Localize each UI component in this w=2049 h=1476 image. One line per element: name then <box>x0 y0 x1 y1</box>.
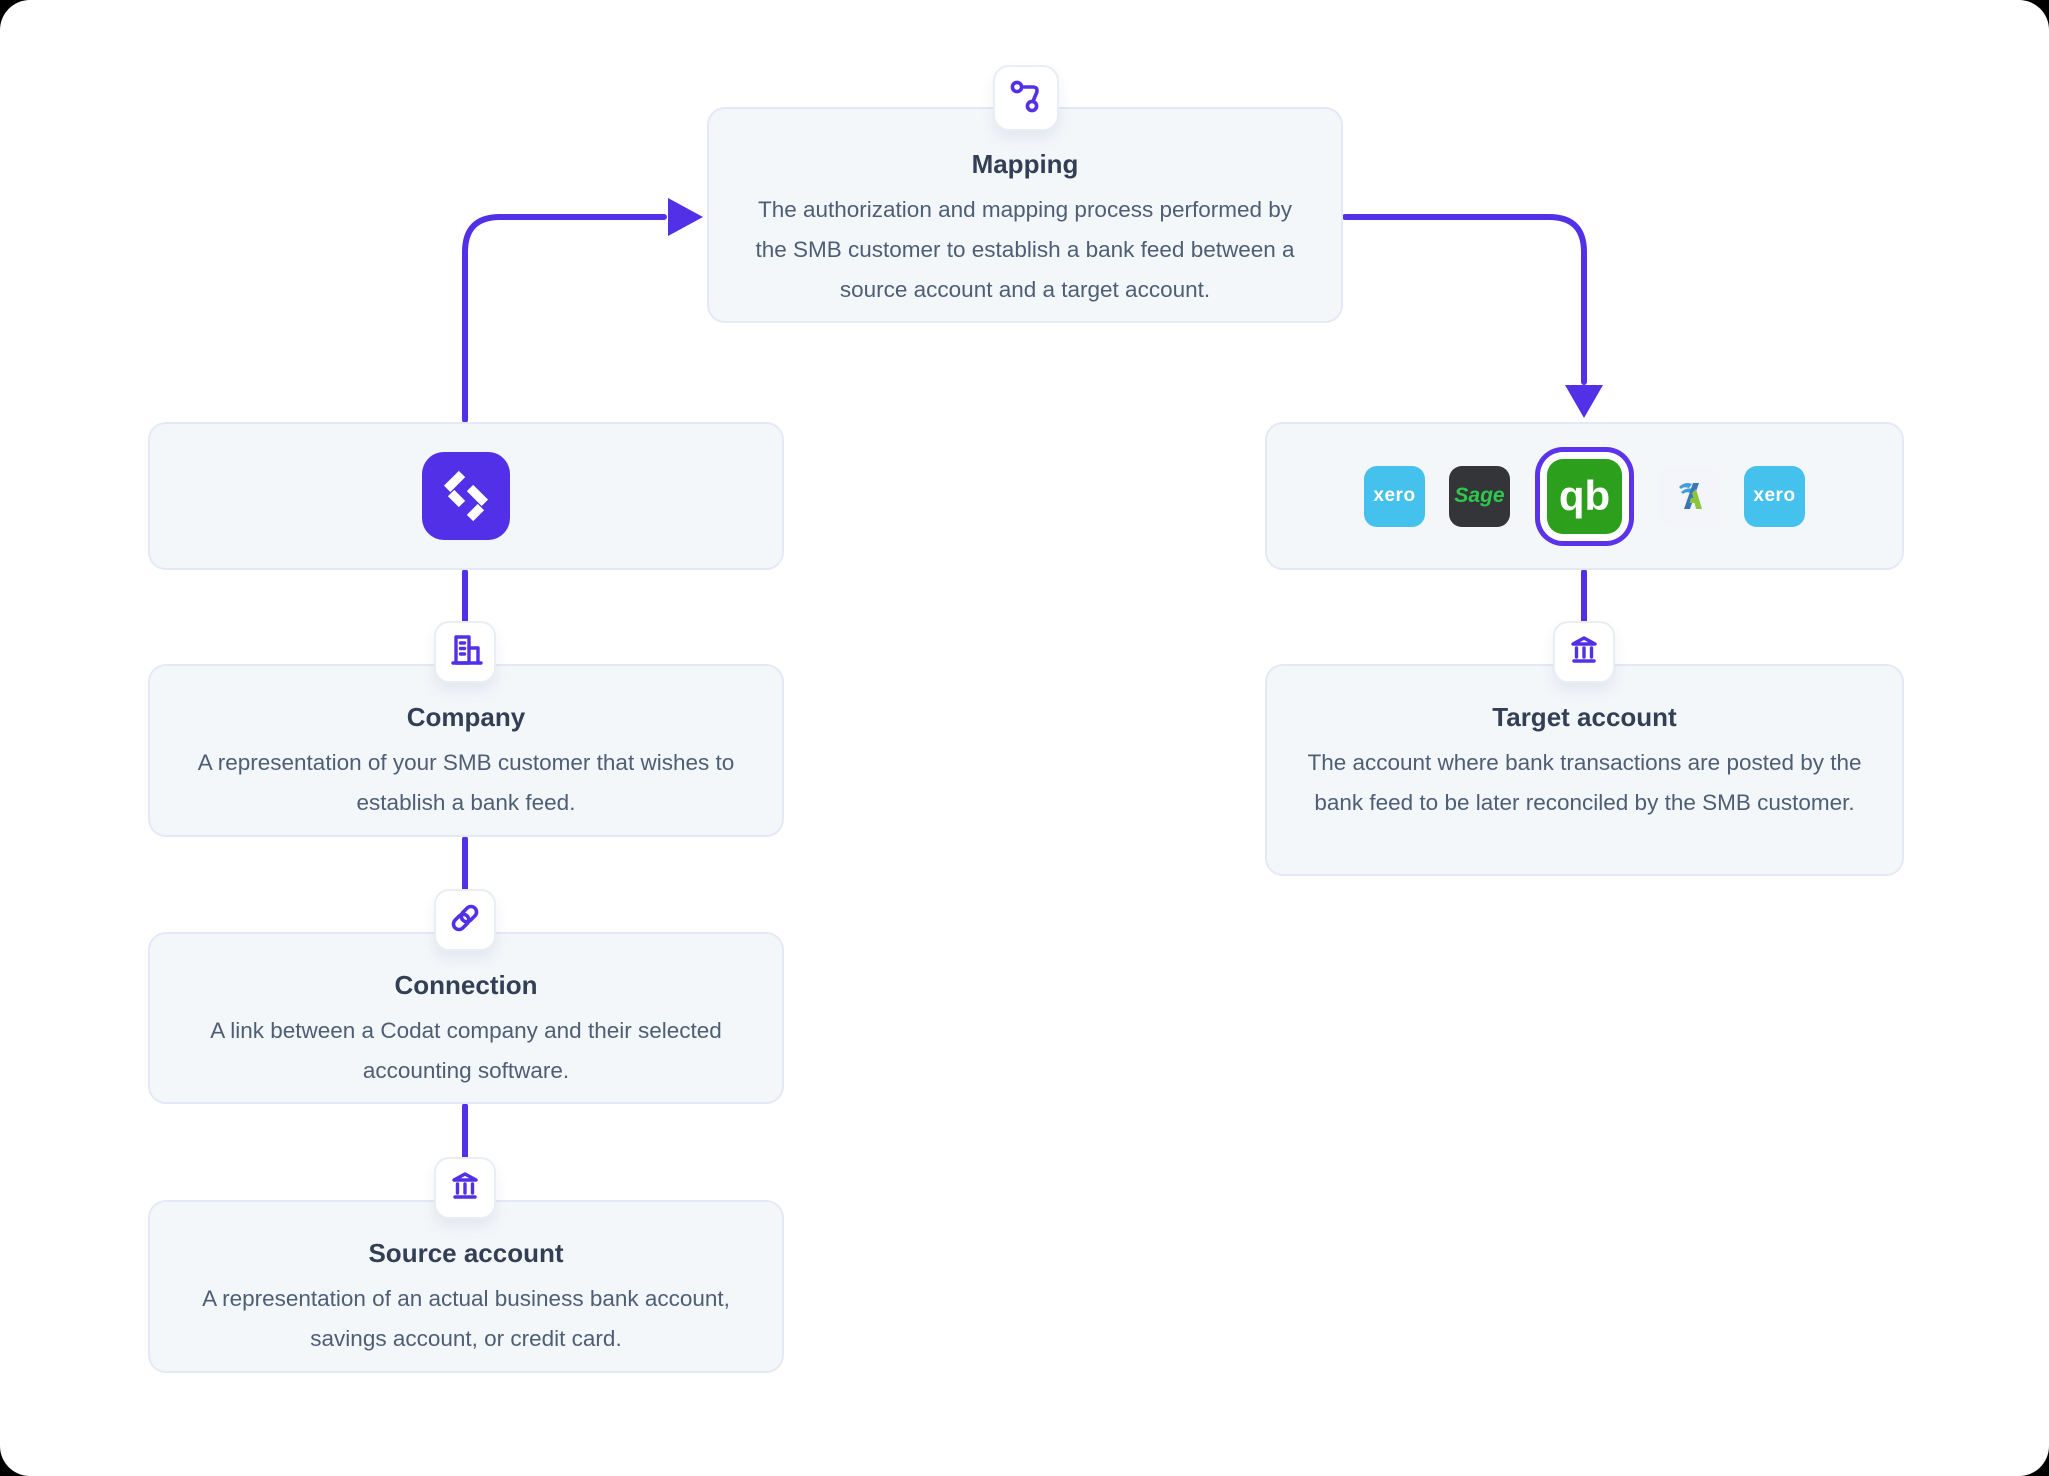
freeagent-logo[interactable] <box>1659 465 1720 527</box>
company-title: Company <box>406 702 526 732</box>
arrow-mapping-to-platforms <box>1342 214 1587 385</box>
xero-logo-label: xero <box>1753 485 1796 506</box>
arrowhead-right <box>668 198 703 236</box>
target-account-icon-tile <box>1553 621 1615 683</box>
codat-card <box>148 422 784 570</box>
mapping-icon-tile <box>993 65 1059 131</box>
sage-logo[interactable]: Sage <box>1449 465 1510 527</box>
freeagent-glyph <box>1678 483 1702 509</box>
quickbooks-logo-selected[interactable]: qb <box>1547 458 1622 534</box>
link-icon <box>445 898 485 943</box>
codat-logo <box>422 452 510 540</box>
connection-title: Connection <box>394 970 538 1000</box>
platforms-card: xero Sage qb xero <box>1265 422 1904 570</box>
company-description: A representation of your SMB customer th… <box>197 750 735 815</box>
arrowhead-down <box>1565 385 1603 418</box>
sage-logo-label: Sage <box>1454 484 1505 507</box>
source-account-description: A representation of an actual business b… <box>202 1286 730 1351</box>
target-account-description: The account where bank transactions are … <box>1307 750 1862 815</box>
source-account-title: Source account <box>368 1238 564 1268</box>
mapping-title: Mapping <box>971 149 1079 179</box>
route-icon <box>1006 76 1046 121</box>
platform-logo-row: xero Sage qb xero <box>1267 424 1902 568</box>
source-account-icon-tile <box>434 1157 496 1219</box>
mapping-card: Mapping The authorization and mapping pr… <box>707 107 1343 323</box>
company-icon-tile <box>434 621 496 683</box>
connection-description: A link between a Codat company and their… <box>210 1018 722 1083</box>
xero-logo-label: xero <box>1373 485 1416 506</box>
bank-icon <box>1564 630 1604 675</box>
bank-icon <box>445 1166 485 1211</box>
mapping-description: The authorization and mapping process pe… <box>755 197 1295 302</box>
building-icon <box>445 630 485 675</box>
quickbooks-logo-label: qb <box>1558 472 1611 519</box>
xero-logo[interactable]: xero <box>1744 465 1805 527</box>
target-account-card: Target account The account where bank tr… <box>1265 664 1904 876</box>
company-card: Company A representation of your SMB cus… <box>148 664 784 837</box>
xero-logo[interactable]: xero <box>1364 465 1425 527</box>
connection-card: Connection A link between a Codat compan… <box>148 932 784 1104</box>
arrow-company-to-mapping <box>462 214 667 423</box>
target-account-title: Target account <box>1492 702 1677 732</box>
connection-icon-tile <box>434 889 496 951</box>
source-account-card: Source account A representation of an ac… <box>148 1200 784 1373</box>
